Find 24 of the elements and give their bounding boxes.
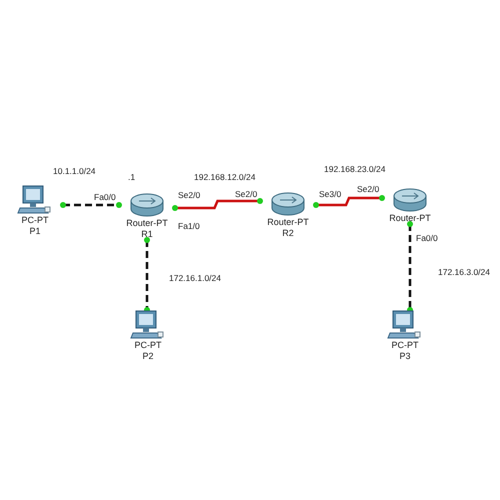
subnet-label: 10.1.1.0/24 [52,166,97,176]
device-type-label: PC-PT [392,340,418,351]
subnet-label: 172.16.1.0/24 [168,273,222,283]
interface-label: Se2/0 [357,184,380,194]
subnet-label: 172.16.3.0/24 [437,267,491,277]
device-name: P1 [29,226,40,237]
device-name: R1 [141,229,153,240]
interface-label: .1 [128,172,136,182]
device-type-label: Router-PT [267,217,309,228]
interface-label: Fa0/0 [94,192,116,202]
device-type-label: Router-PT [389,213,431,224]
interface-label: Se3/0 [319,189,342,199]
interface-label: Se2/0 [178,190,200,200]
device-name: P2 [142,351,154,362]
device-type-label: PC-PT [22,215,48,226]
subnet-label: 192.168.23.0/24 [323,164,386,174]
device-name: R2 [282,228,294,239]
device-type-label: PC-PT [134,340,162,351]
interface-label: Fa0/0 [416,233,438,243]
subnet-label: 192.168.12.0/24 [193,172,256,182]
interface-label: Se2/0 [235,189,258,199]
device-type-label: Router-PT [126,218,168,229]
interface-label: Fa1/0 [178,221,200,231]
device-name: P3 [399,351,410,362]
